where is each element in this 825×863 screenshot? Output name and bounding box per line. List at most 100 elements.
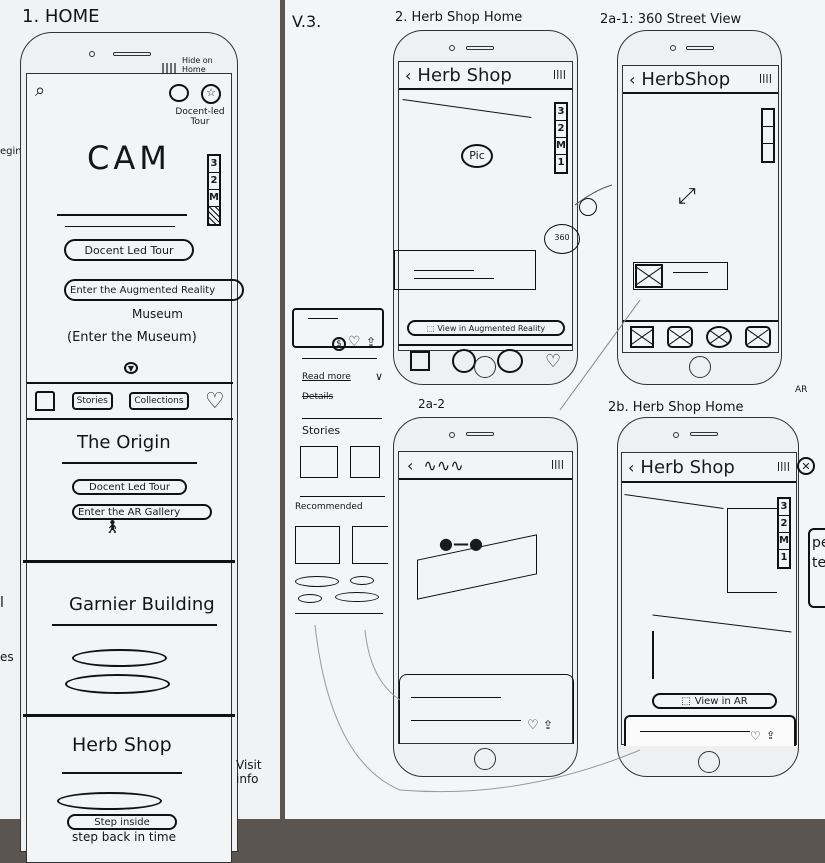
360-view-button[interactable]: 360 — [544, 224, 580, 254]
read-more-link[interactable]: Read more — [302, 372, 351, 382]
expand-360-icon[interactable]: ⤢ — [678, 184, 706, 209]
floor-2[interactable]: 2 — [209, 173, 219, 190]
app-title: CAM — [87, 139, 171, 177]
ar-counter — [652, 631, 654, 679]
floor-selector[interactable]: 3 2 M 1 — [554, 102, 568, 174]
poi-card[interactable] — [633, 262, 728, 290]
heart-icon[interactable]: ♡ — [750, 729, 761, 743]
margin-note: es — [0, 650, 14, 664]
back-icon[interactable]: ‹ — [405, 65, 412, 85]
price-icon[interactable]: $ — [332, 337, 346, 351]
step-back-note: step back in time — [72, 830, 176, 844]
story-card[interactable] — [300, 446, 338, 478]
view-in-ar-button[interactable]: ⬚View in Augmented Reality — [407, 320, 565, 336]
thumbnail-strip — [623, 320, 778, 352]
floor-selector[interactable]: 3 2 M 1 — [777, 497, 791, 569]
search-icon[interactable]: ⌕ — [35, 80, 46, 101]
scroll-down-icon[interactable]: ▼ — [124, 362, 138, 374]
nav-collections[interactable]: Collections — [129, 392, 189, 410]
share-icon[interactable]: ⇪ — [766, 729, 776, 742]
sound-icon[interactable]: |||| — [161, 61, 178, 74]
header: ‹ Herb Shop |||| — [399, 62, 572, 90]
ar-cube-icon: ⬚ — [426, 323, 435, 333]
screen-label: 2. Herb Shop Home — [395, 10, 523, 25]
flow-arrow — [574, 184, 613, 206]
section-gallery-button[interactable]: Enter the AR Gallery — [72, 504, 212, 520]
heart-icon[interactable]: ♡ — [348, 334, 361, 350]
version-label: V.3. — [292, 12, 322, 31]
section-docent-button[interactable]: Docent Led Tour — [72, 479, 187, 495]
floor-3[interactable]: 3 — [779, 499, 789, 516]
back-icon[interactable]: ‹ — [628, 457, 635, 477]
sheet-label-home: 1. HOME — [22, 6, 100, 27]
sound-icon[interactable]: |||| — [550, 460, 564, 470]
section-button[interactable] — [65, 674, 170, 694]
nav-circle[interactable] — [497, 349, 524, 373]
share-icon[interactable]: ⇪ — [543, 718, 554, 732]
section-button[interactable] — [57, 792, 162, 810]
detail-panel: $ ♡ ⇪ Read more ∨ Details Stories Recomm… — [290, 300, 388, 635]
info-card — [624, 715, 796, 746]
floor-3[interactable]: 3 — [556, 104, 566, 121]
floor-1[interactable]: 1 — [780, 552, 788, 563]
view-in-ar-label: View in Augmented Reality — [437, 323, 546, 333]
floor-2[interactable]: 2 — [779, 516, 789, 533]
star-icon[interactable]: ☆ — [201, 84, 221, 104]
header: ‹ Herb Shop |||| — [622, 453, 796, 483]
docent-tour-icon[interactable] — [169, 84, 189, 102]
tag-chip[interactable] — [350, 576, 374, 585]
info-card — [394, 250, 536, 290]
side-card — [808, 528, 825, 608]
nav-stories[interactable]: Stories — [71, 392, 113, 410]
tag-chip[interactable] — [298, 594, 322, 603]
back-icon[interactable]: ‹ — [629, 69, 636, 89]
heart-icon[interactable]: ♡ — [544, 350, 562, 372]
margin-note: l — [0, 595, 4, 611]
thumbnail[interactable] — [666, 326, 693, 348]
home-icon[interactable] — [35, 391, 56, 411]
floor-m[interactable]: M — [209, 190, 219, 207]
thumbnail[interactable] — [629, 326, 654, 348]
heart-icon[interactable]: ♡ — [204, 388, 225, 414]
floor-m[interactable]: M — [556, 138, 566, 155]
info-card — [399, 674, 574, 744]
home-icon[interactable] — [409, 351, 430, 371]
floor-2[interactable]: 2 — [556, 121, 566, 138]
floor-hatched[interactable] — [209, 207, 219, 224]
enter-ar-button[interactable]: Enter the Augmented Reality — [64, 279, 244, 301]
tag-chip[interactable] — [335, 592, 379, 602]
chevron-down-icon[interactable]: ∨ — [375, 370, 384, 383]
thumbnail[interactable] — [745, 326, 772, 348]
recommended-card[interactable] — [295, 526, 340, 564]
view-in-ar-button[interactable]: ⬚View in AR — [652, 693, 777, 709]
recommended-card[interactable] — [352, 526, 388, 564]
ar-shelf — [727, 508, 777, 593]
heart-icon[interactable]: ♡ — [527, 718, 539, 733]
floor-selector[interactable] — [761, 108, 775, 163]
flow-arrows — [314, 184, 641, 793]
ar-cube-icon: ⬚ — [681, 695, 691, 707]
flow-arrow — [314, 624, 641, 793]
sound-icon[interactable]: |||| — [758, 74, 772, 84]
floor-3[interactable]: 3 — [209, 156, 219, 173]
tag-chip[interactable] — [295, 576, 339, 587]
docent-icon[interactable] — [579, 198, 597, 216]
section-button[interactable] — [72, 649, 167, 667]
back-icon[interactable]: ‹ — [407, 455, 414, 475]
sound-icon[interactable]: |||| — [776, 462, 790, 472]
story-card[interactable] — [350, 446, 380, 478]
details-link[interactable]: Details — [302, 392, 334, 402]
sound-icon[interactable]: |||| — [552, 70, 566, 80]
side-card-text: te — [812, 555, 825, 571]
floor-1[interactable]: 1 — [557, 157, 565, 168]
floor-m[interactable]: M — [779, 533, 789, 550]
docent-led-tour-button[interactable]: Docent Led Tour — [64, 239, 194, 261]
close-icon[interactable]: ✕ — [797, 457, 815, 475]
thumbnail[interactable] — [706, 326, 733, 348]
bottom-nav: Stories Collections ♡ — [27, 382, 233, 420]
view-in-ar-label: View in AR — [694, 695, 748, 707]
share-icon[interactable]: ⇪ — [366, 335, 377, 349]
phone-herb-shop-home: ‹ Herb Shop |||| Pic 3 2 M 1 360 ⬚View i… — [393, 30, 580, 385]
floor-selector[interactable]: 3 2 M — [207, 154, 221, 226]
recommended-heading: Recommended — [295, 502, 363, 512]
